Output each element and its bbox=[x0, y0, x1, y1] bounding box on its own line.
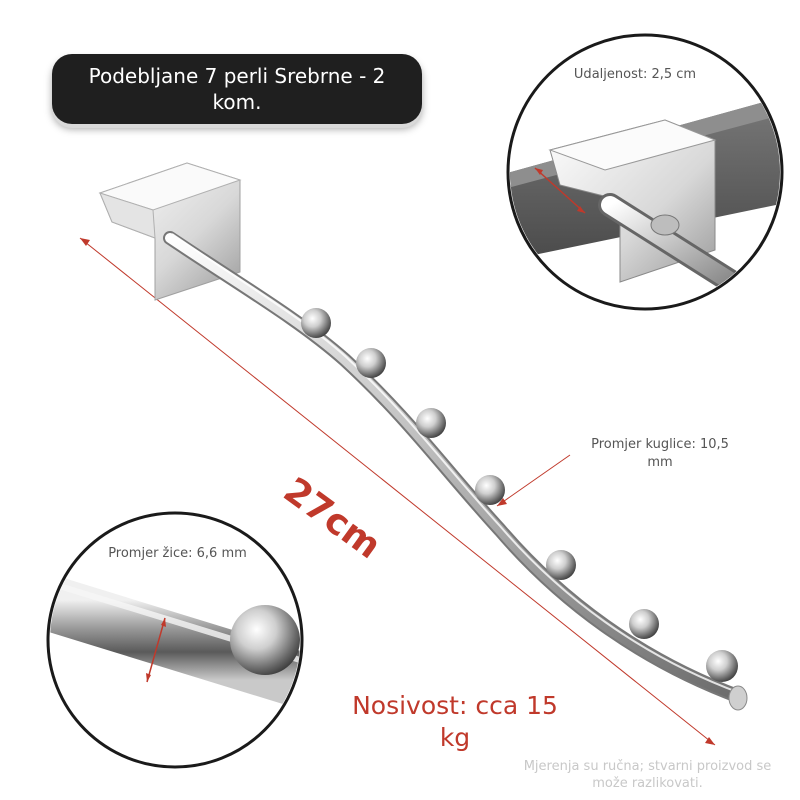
wire-diameter-label: Promjer žice: 6,6 mm bbox=[108, 546, 247, 561]
distance-label: Udaljenost: 2,5 cm bbox=[573, 67, 697, 82]
disclaimer-note: Mjerenja su ručna; stvarni proizvod se m… bbox=[523, 759, 772, 791]
ball-diameter-pointer bbox=[496, 454, 571, 507]
product-title-badge: Podebljane 7 perli Srebrne - 2 kom. bbox=[52, 54, 422, 124]
display-hook bbox=[98, 162, 748, 711]
ball-diameter-label: Promjer kuglice: 10,5 mm bbox=[591, 437, 729, 470]
length-dimension-line bbox=[79, 237, 716, 746]
capacity-label: Nosivost: cca 15 kg bbox=[352, 691, 558, 752]
hook-balls bbox=[301, 308, 738, 682]
zoom-detail-wire bbox=[46, 511, 304, 769]
zoom-detail-clip bbox=[506, 33, 784, 311]
product-title: Podebljane 7 perli Srebrne - 2 kom. bbox=[88, 64, 386, 114]
